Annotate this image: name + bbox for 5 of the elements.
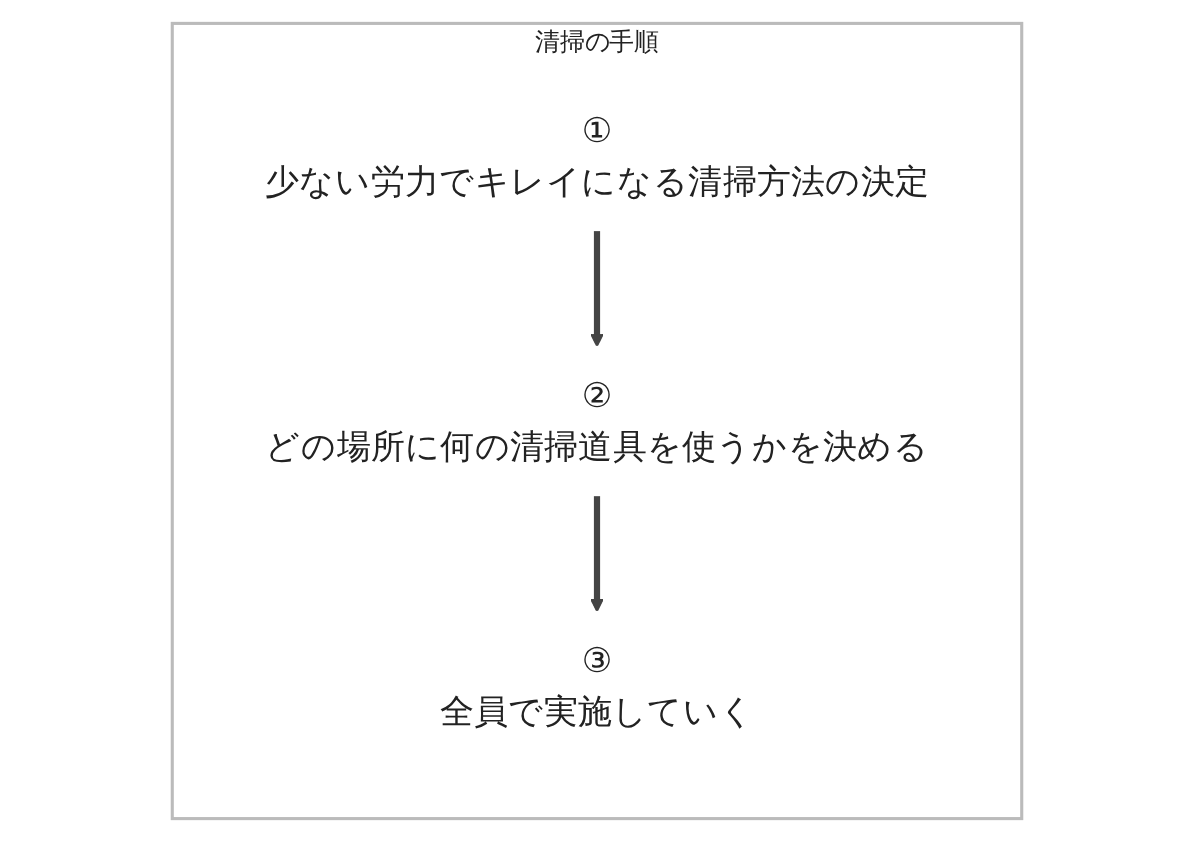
arrow	[590, 230, 604, 348]
node-text: ② どの場所に何の清掃道具を使うかを決める	[265, 376, 929, 466]
node-text: ① 少ない労力でキレイになる清掃方法の決定	[265, 110, 929, 201]
arrow	[590, 495, 604, 613]
node-text: ③ 全員で実施していく	[439, 641, 755, 732]
